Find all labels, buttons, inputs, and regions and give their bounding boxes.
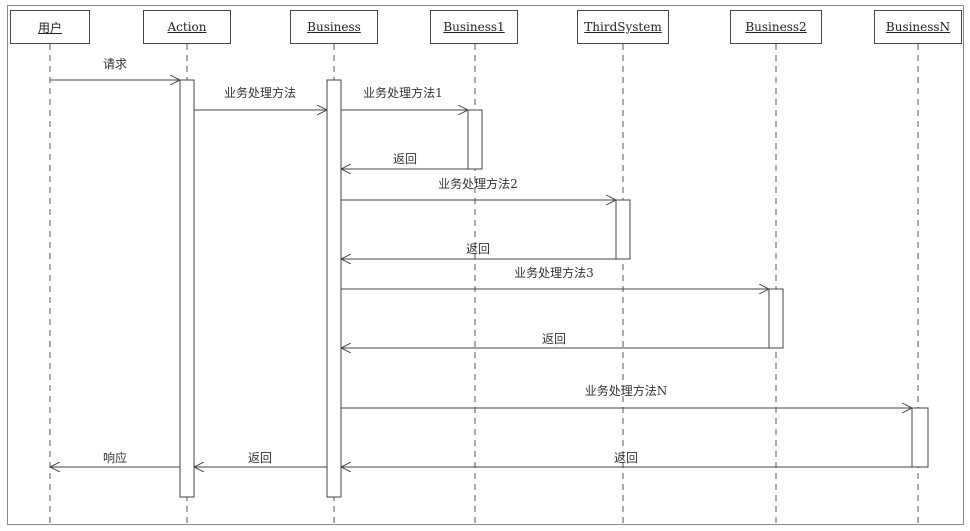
participant-label: Business2 — [745, 20, 807, 34]
participant-thirdsystem: ThirdSystem — [577, 10, 669, 44]
activation-bar-business2 — [768, 288, 784, 349]
participant-user: 用户 — [10, 10, 90, 44]
message-label-business-method-1: 业务处理方法1 — [363, 86, 443, 100]
participant-label: Business — [307, 20, 361, 34]
message-label-business-method-2: 业务处理方法2 — [438, 177, 518, 191]
participant-label: ThirdSystem — [584, 20, 662, 34]
participant-business2: Business2 — [730, 10, 822, 44]
activation-bar-business — [326, 79, 342, 498]
activation-bar-business1 — [467, 109, 483, 170]
participant-label: 用户 — [37, 20, 62, 35]
message-label-business-method-3: 业务处理方法3 — [514, 266, 594, 280]
message-label-request: 请求 — [102, 57, 128, 71]
message-label-business-method: 业务处理方法 — [223, 86, 297, 100]
participant-businessn: BusinessN — [874, 10, 962, 44]
activation-bar-businessn — [911, 407, 929, 468]
message-label-return-n: 返回 — [613, 451, 639, 465]
message-label-response: 响应 — [102, 451, 128, 465]
diagram-frame — [7, 5, 964, 525]
activation-bar-action — [179, 79, 195, 498]
participant-business1: Business1 — [430, 10, 518, 44]
participant-action: Action — [143, 10, 231, 44]
message-label-return-action: 返回 — [247, 451, 273, 465]
message-label-business-method-n: 业务处理方法N — [584, 384, 668, 398]
participant-label: Action — [167, 20, 207, 34]
activation-bar-thirdsystem — [615, 199, 631, 260]
message-label-return-2: 返回 — [465, 242, 491, 256]
message-label-return-1: 返回 — [392, 152, 418, 166]
participant-label: BusinessN — [885, 20, 951, 34]
message-label-return-3: 返回 — [541, 332, 567, 346]
participant-label: Business1 — [443, 20, 505, 34]
participant-business: Business — [290, 10, 378, 44]
